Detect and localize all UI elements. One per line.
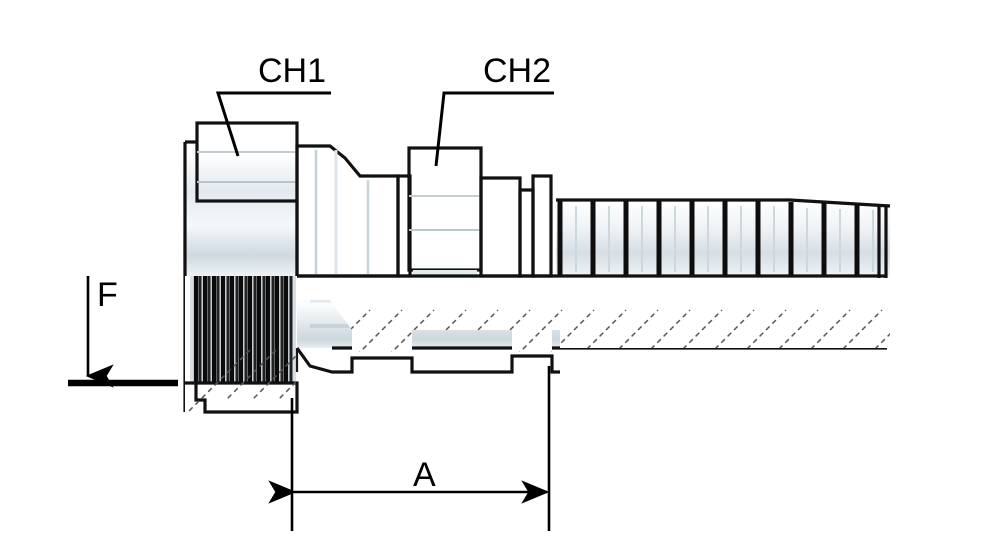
ch2-leader-line xyxy=(434,91,554,167)
ch1-label: CH1 xyxy=(258,52,326,90)
dimension-f: F xyxy=(68,276,178,388)
body-shoulder-cone xyxy=(295,144,400,278)
nut-shank-upper xyxy=(183,155,297,277)
leader-ch1: CH1 xyxy=(215,52,331,157)
stem-collar xyxy=(479,174,553,278)
fitting-section-lower xyxy=(183,276,890,414)
a-label: A xyxy=(413,456,436,494)
ch2-label: CH2 xyxy=(483,52,551,90)
ch2-hex-face xyxy=(407,146,483,272)
nut-section-hatch xyxy=(183,349,299,414)
f-label: F xyxy=(97,276,118,314)
ch2-skirt xyxy=(413,270,477,278)
body-section-hatch xyxy=(279,278,890,352)
leader-ch2: CH2 xyxy=(434,52,554,167)
ch1-leader-line xyxy=(215,91,331,157)
body-section-outline xyxy=(295,347,560,374)
internal-thread xyxy=(190,276,296,383)
dimension-a: A xyxy=(268,366,551,531)
